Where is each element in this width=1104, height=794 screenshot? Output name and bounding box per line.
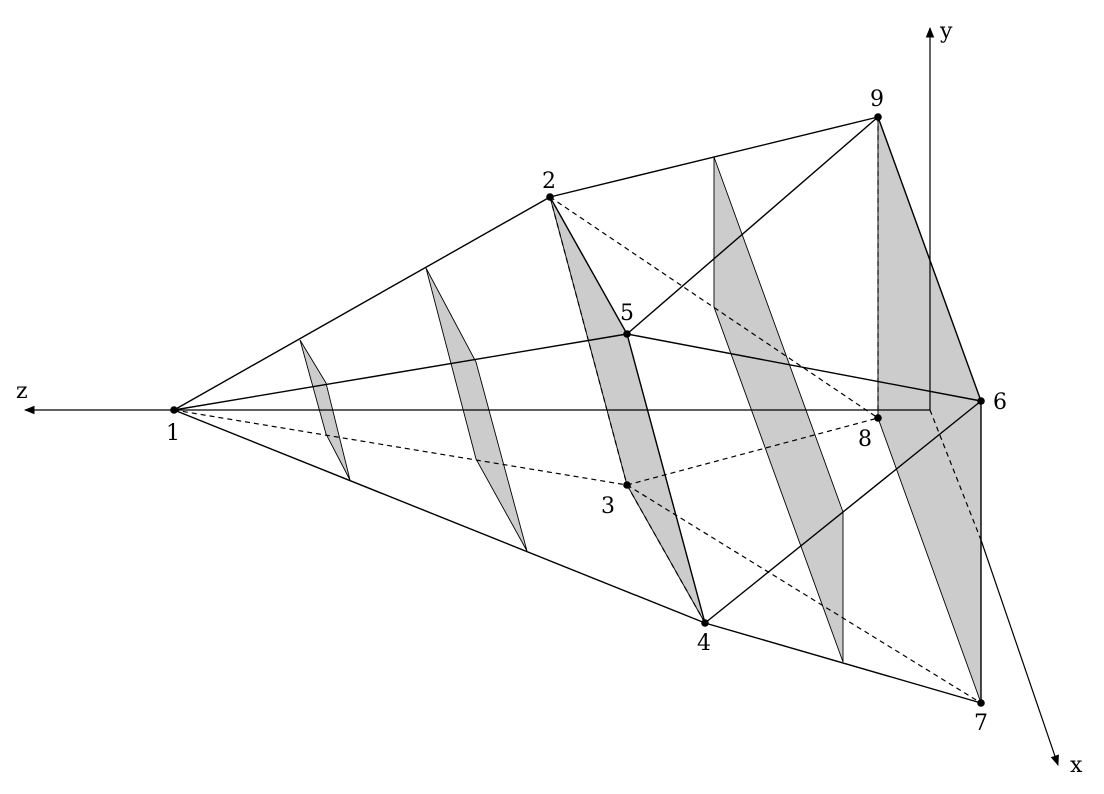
visible-edges: [173, 116, 982, 704]
z-axis-label: z: [16, 379, 28, 404]
edge-3-8: [626, 417, 879, 486]
edge-1-2: [173, 196, 551, 411]
x-axis-label: x: [1070, 753, 1083, 778]
node-label-2: 2: [542, 169, 556, 194]
edge-4-6: [704, 400, 982, 624]
node-1: [170, 406, 178, 414]
node-4: [701, 619, 709, 627]
edge-4-7: [704, 622, 982, 704]
edge-5-9: [626, 116, 879, 335]
node-8: [874, 414, 882, 422]
edge-9-6: [877, 116, 982, 402]
hidden-edges: [173, 117, 982, 704]
node-label-8: 8: [858, 427, 872, 452]
edge-1-3: [173, 409, 628, 486]
node-5: [623, 330, 631, 338]
edge-2-3: [549, 196, 628, 486]
node-label-1: 1: [166, 421, 180, 446]
edge-1-4: [173, 409, 706, 624]
node-label-7: 7: [974, 711, 988, 736]
node-label-5: 5: [620, 301, 634, 326]
edge-2-5: [549, 196, 628, 335]
y-axis-label: y: [939, 19, 953, 44]
edge-1-5: [173, 333, 628, 411]
node-2: [546, 193, 554, 201]
edge-3-7: [626, 484, 982, 704]
node-label-9: 9: [870, 87, 884, 112]
node-7: [977, 699, 985, 707]
edge-2-8: [549, 196, 879, 419]
node-3: [623, 481, 631, 489]
node-label-3: 3: [601, 494, 615, 519]
node-labels: 1 2 3 4 5 6 7 8 9: [166, 87, 1007, 736]
x-axis: [980, 539, 1059, 767]
edge-5-4: [626, 333, 706, 624]
edge-5-6: [626, 333, 982, 402]
node-label-6: 6: [993, 390, 1007, 415]
node-6: [977, 397, 985, 405]
nodes: [170, 113, 985, 707]
node-label-4: 4: [697, 631, 711, 656]
edge-2-9: [549, 116, 879, 198]
axis-labels: z y x: [16, 19, 1083, 778]
node-9: [874, 113, 882, 121]
